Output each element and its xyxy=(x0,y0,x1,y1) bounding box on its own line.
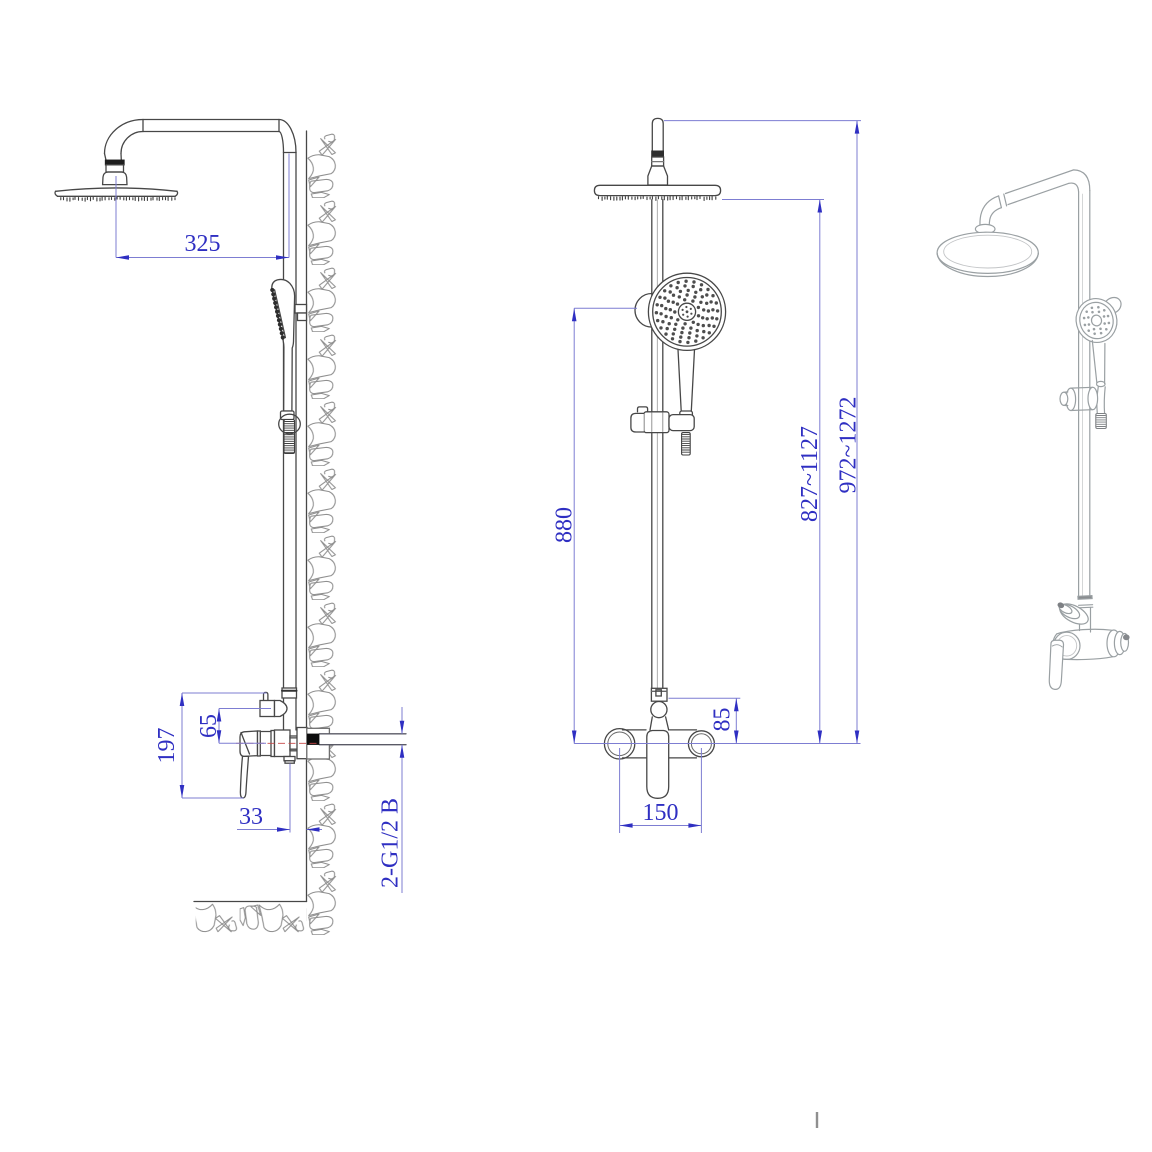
side-hanger-ring xyxy=(278,413,301,435)
side-view xyxy=(54,118,407,903)
persp-mixer xyxy=(1048,594,1130,690)
side-hose-grip xyxy=(283,418,296,455)
front-slider-bracket xyxy=(630,406,695,434)
front-holder-bump xyxy=(634,292,653,328)
persp-spray-dots xyxy=(1082,305,1111,336)
front-riser-pipe xyxy=(651,199,664,689)
side-hand-shower xyxy=(270,278,301,455)
persp-slider-clamp xyxy=(1059,386,1099,412)
front-view xyxy=(593,117,727,799)
dimension-lines xyxy=(115,120,861,893)
side-wall-bracket xyxy=(294,303,308,322)
wall-anchor-block xyxy=(307,733,320,745)
side-head-nozzles xyxy=(60,196,176,202)
perspective-view xyxy=(936,169,1130,690)
side-hand-shower-face xyxy=(270,287,285,340)
dimension-arrows xyxy=(116,120,860,832)
dimension-labels: 325 197 65 33 2-G1/2 B 880 827~1127 972~… xyxy=(154,231,862,888)
front-top-connector xyxy=(647,117,669,186)
side-supply-pipe xyxy=(306,727,407,760)
side-head-connector xyxy=(101,159,128,186)
front-hose-grip xyxy=(681,432,691,456)
front-rain-head xyxy=(593,184,722,197)
front-head-nozzles xyxy=(597,195,717,202)
dim-inlet-spacing: 150 xyxy=(643,800,679,826)
dim-range-head: 827~1127 xyxy=(797,426,823,522)
dim-mixer-height: 197 xyxy=(154,728,180,764)
persp-hand-shower xyxy=(1075,296,1122,430)
dim-slider-height: 880 xyxy=(552,507,578,543)
dim-thread-note: 2-G1/2 B xyxy=(378,798,404,888)
wall-section-hatch xyxy=(195,131,338,935)
dim-head-offset: 325 xyxy=(185,231,221,257)
persp-rain-head xyxy=(936,231,1039,278)
side-shower-arm xyxy=(103,118,297,161)
dim-inlet-drop: 85 xyxy=(710,708,736,732)
persp-hose-grip xyxy=(1095,412,1107,430)
dim-range-total: 972~1272 xyxy=(836,397,862,494)
dim-diverter-offset: 65 xyxy=(196,714,222,738)
dim-wall-clearance: 33 xyxy=(239,804,263,830)
front-hand-shower-spray-dots xyxy=(654,279,720,345)
front-hand-shower xyxy=(647,272,727,421)
